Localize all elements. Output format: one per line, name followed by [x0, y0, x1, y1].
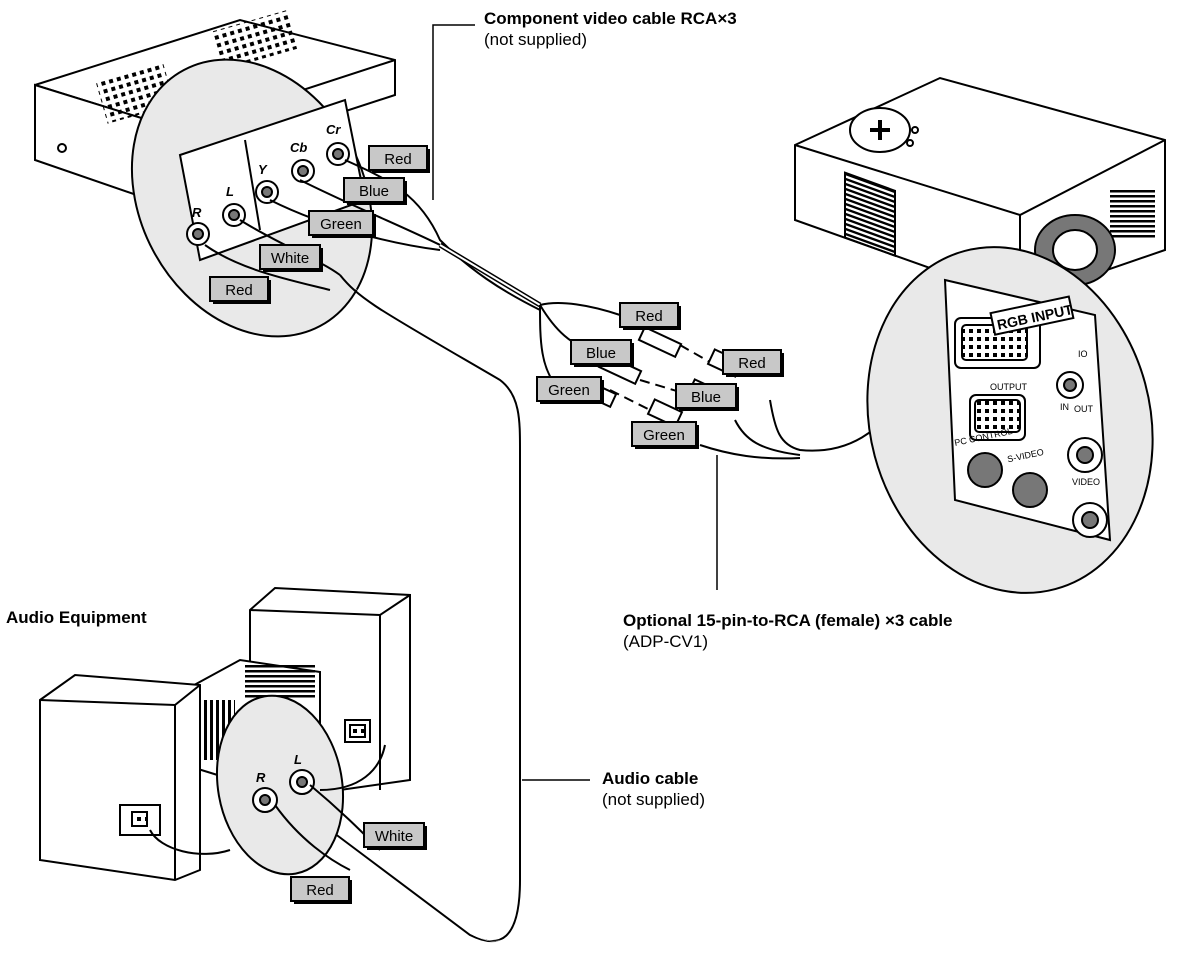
color-tag-label: Red — [635, 308, 663, 325]
color-tag-adp-blue: Blue — [676, 384, 739, 411]
color-tag-label: Green — [548, 382, 590, 399]
color-tag-adp-green: Green — [632, 422, 699, 449]
color-tag-label: Red — [738, 355, 766, 372]
panel-label-video: VIDEO — [1072, 477, 1100, 487]
panel-label-output: OUTPUT — [990, 382, 1028, 392]
color-tag-label: Red — [306, 882, 334, 899]
optional-cable-mult: ×3 cable — [885, 611, 953, 630]
projector-panel-callout — [829, 215, 1179, 626]
audio-cable-title: Audio cable — [602, 768, 705, 789]
port-label-r: R — [192, 205, 202, 220]
component-cable-callout: Component video cable RCA×3 (not supplie… — [484, 8, 737, 51]
optional-cable-callout: Optional 15-pin-to-RCA (female) ×3 cable… — [623, 610, 953, 653]
audio-equipment-title: Audio Equipment — [6, 607, 147, 628]
color-tag-label: White — [271, 250, 309, 267]
panel-label-io: IO — [1078, 349, 1088, 359]
color-tag-label: Green — [320, 216, 362, 233]
color-tag-mid-blue: Blue — [571, 340, 634, 367]
color-tag-label: White — [375, 828, 413, 845]
color-tag-dvd-red: Red — [369, 146, 430, 173]
color-tag-dvd-audio-red: Red — [210, 277, 271, 304]
speaker-port-label-l: L — [294, 752, 302, 767]
component-cable-sub: (not supplied) — [484, 29, 737, 50]
color-tag-label: Red — [384, 151, 412, 168]
color-tag-spk-red: Red — [291, 877, 352, 904]
color-tag-dvd-green: Green — [309, 211, 376, 238]
audio-equipment-callout: Audio Equipment — [6, 607, 147, 628]
port-label-cr: Cr — [326, 122, 341, 137]
color-tag-mid-green: Green — [537, 377, 604, 404]
port-label-cb: Cb — [290, 140, 307, 155]
panel-label-in: IN — [1060, 402, 1069, 412]
color-tag-dvd-blue: Blue — [344, 178, 407, 205]
color-tag-label: Blue — [586, 345, 616, 362]
color-tag-label: Red — [225, 282, 253, 299]
color-tag-label: Blue — [691, 389, 721, 406]
optional-cable-sub: (ADP-CV1) — [623, 631, 953, 652]
port-label-l: L — [226, 184, 234, 199]
optional-cable-title: Optional 15-pin-to-RCA (female) — [623, 611, 880, 630]
color-tag-spk-white: White — [364, 823, 427, 850]
audio-cable-callout: Audio cable (not supplied) — [602, 768, 705, 811]
color-tag-mid-red: Red — [620, 303, 681, 330]
color-tag-adp-red: Red — [723, 350, 784, 377]
component-cable-title: Component video cable RCA — [484, 9, 717, 28]
speaker-port-label-r: R — [256, 770, 266, 785]
color-tag-label: Green — [643, 427, 685, 444]
panel-label-out: OUT — [1074, 404, 1094, 414]
port-label-y: Y — [258, 162, 268, 177]
color-tag-label: Blue — [359, 183, 389, 200]
audio-cable-sub: (not supplied) — [602, 789, 705, 810]
color-tag-dvd-white: White — [260, 245, 323, 272]
component-cable-mult: ×3 — [717, 9, 736, 28]
